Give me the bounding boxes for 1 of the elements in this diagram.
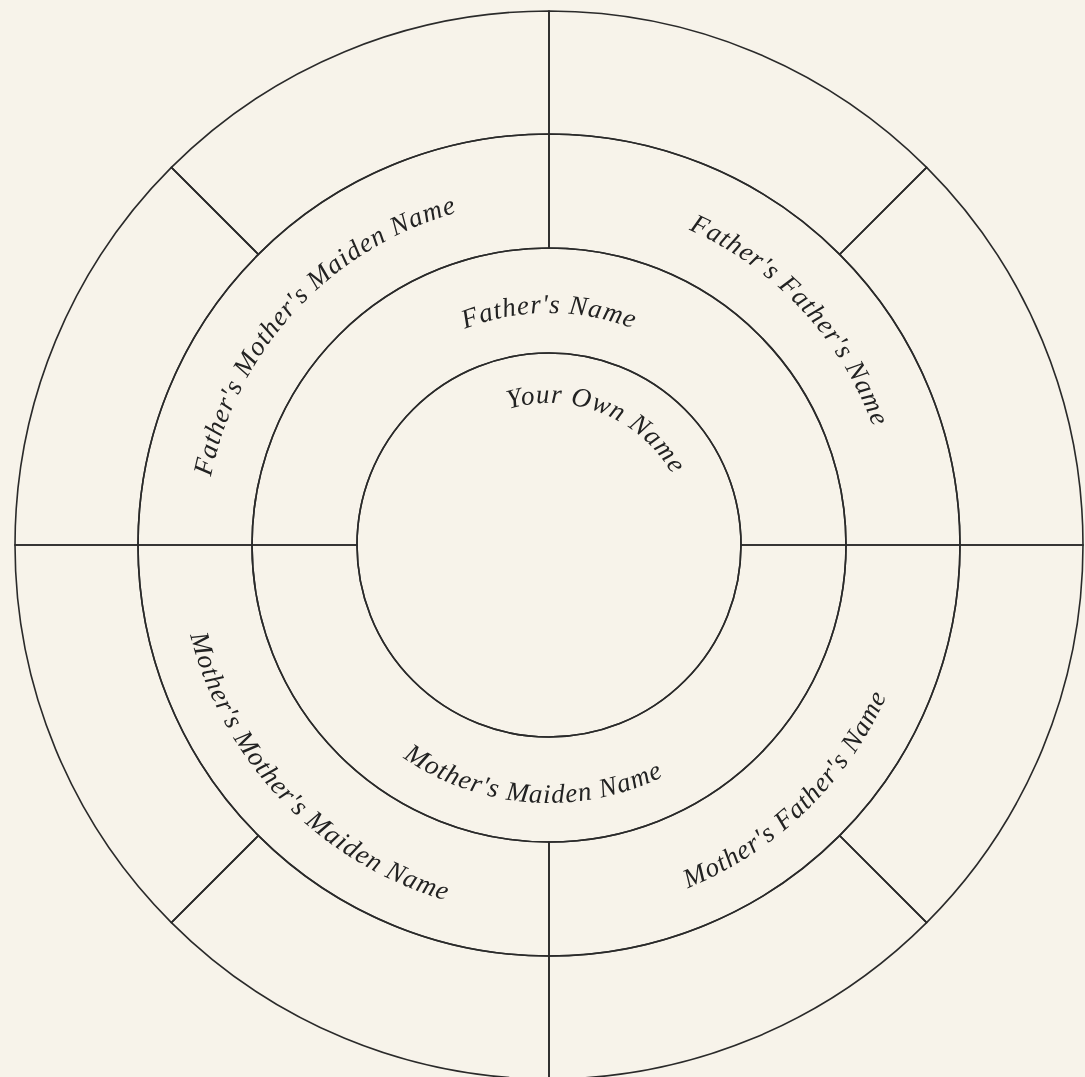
name-label: Father's Name <box>456 288 642 335</box>
